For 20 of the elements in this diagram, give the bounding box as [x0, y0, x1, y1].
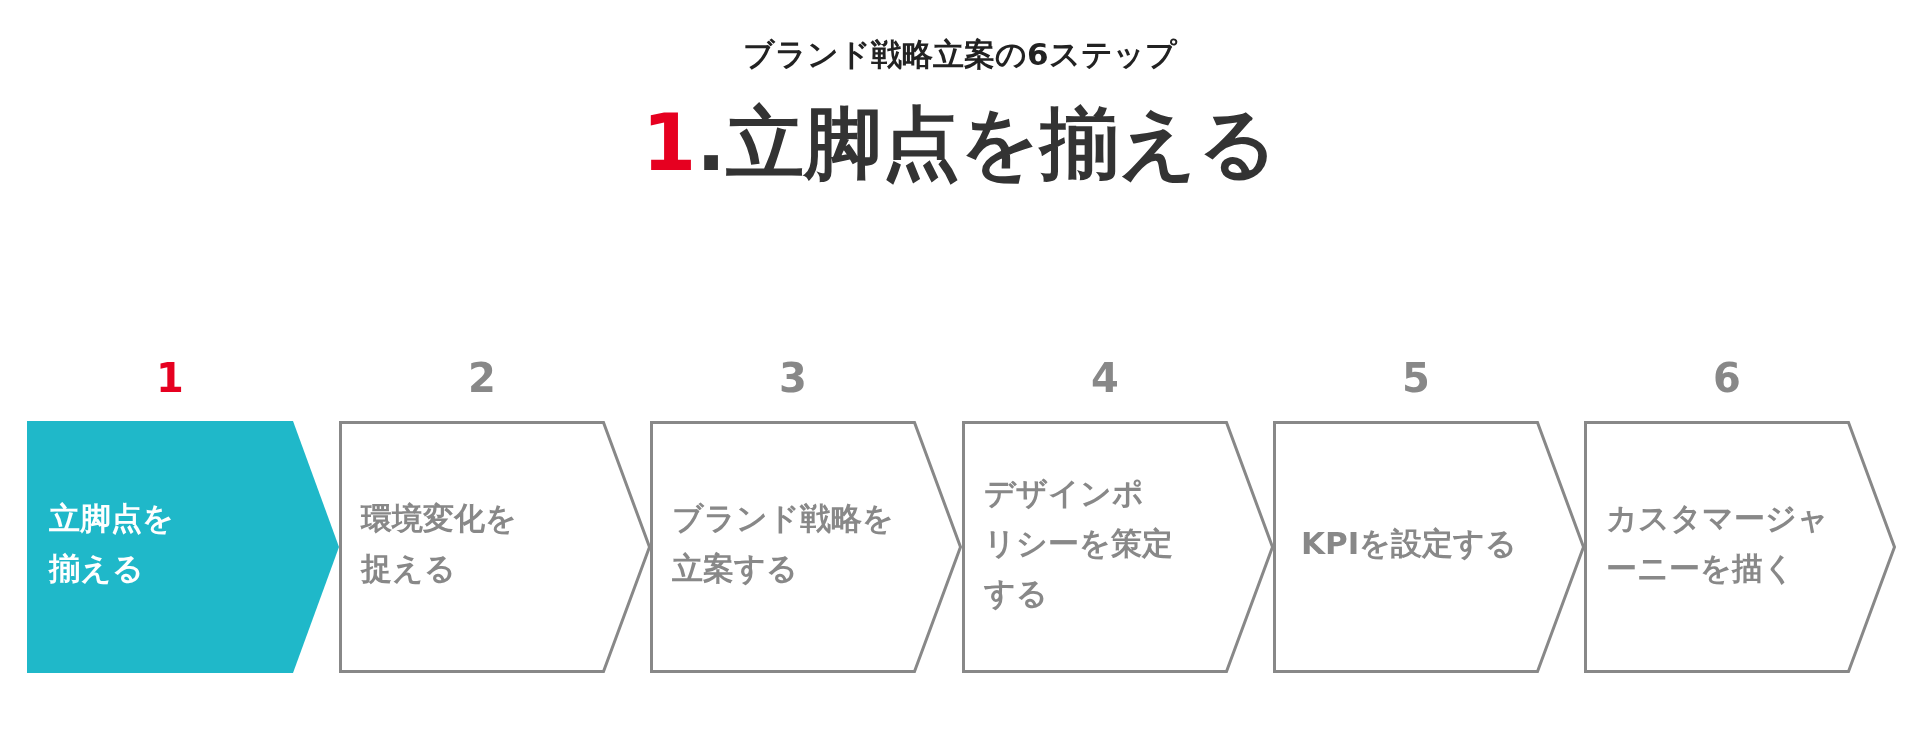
subtitle: ブランド戦略立案の6ステップ — [743, 35, 1177, 74]
step-number: 5 — [1401, 355, 1431, 401]
step-label: デザインポリシーを策定する — [984, 474, 1174, 613]
chevron-step — [339, 421, 651, 673]
step-label: ブランド戦略を立案する — [672, 499, 895, 588]
step-label: カスタマージャーニーを描く — [1606, 499, 1830, 588]
chevron-step — [27, 421, 339, 673]
step-number: 3 — [778, 355, 808, 401]
step-label: KPIを設定する — [1301, 524, 1519, 563]
step-number: 1 — [155, 355, 185, 401]
step-number: 6 — [1712, 355, 1742, 401]
chevron-step — [1584, 421, 1896, 673]
step-label: 立脚点を揃える — [49, 499, 175, 588]
chevron-step — [1273, 421, 1585, 673]
step-number: 4 — [1090, 355, 1120, 401]
title: 1.立脚点を揃える — [642, 97, 1278, 190]
step-label: 環境変化を捉える — [361, 499, 518, 588]
chevron-step — [650, 421, 962, 673]
step-number: 2 — [467, 355, 497, 401]
chevron-step — [962, 421, 1274, 673]
